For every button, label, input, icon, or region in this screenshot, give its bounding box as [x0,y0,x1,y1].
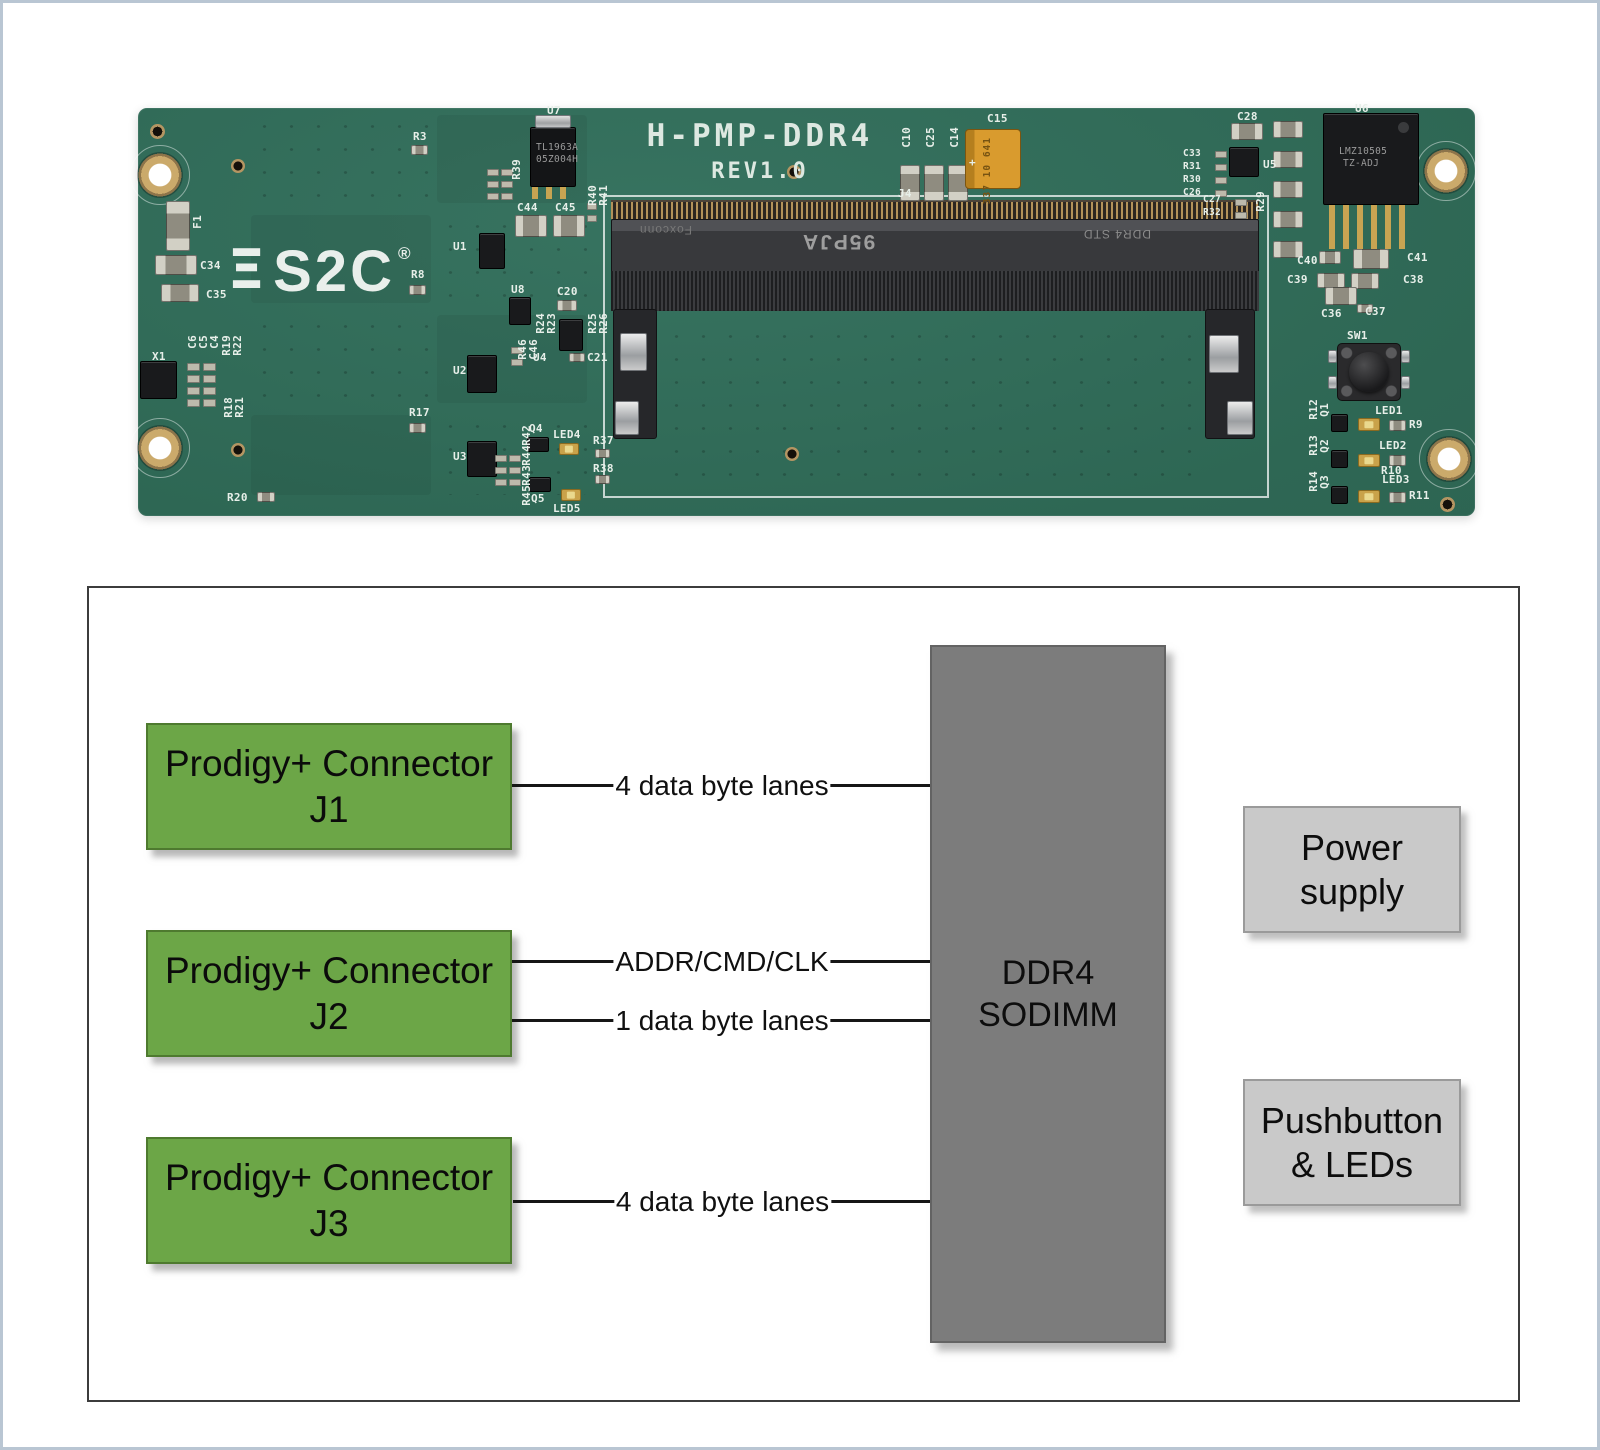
connector-j3-box: Prodigy+ Connector J3 [146,1137,512,1264]
connector-j1-box: Prodigy+ Connector J1 [146,723,512,850]
link-label: 4 data byte lanes [613,769,831,802]
connector-id: J2 [309,995,349,1037]
pushbutton-label-line1: Pushbutton [1260,1099,1444,1141]
connector-id: J1 [309,788,349,830]
link-j2-sodimm-data: 1 data byte lanes [512,1004,932,1037]
connector-title: Prodigy+ Connector [164,1156,494,1198]
power-label-line2: supply [1299,870,1405,912]
power-label-line1: Power [1300,826,1404,868]
diagram-border [87,586,1520,1402]
pcb-board [138,108,1475,516]
power-supply-box: Power supply [1243,806,1461,933]
link-j1-sodimm: 4 data byte lanes [512,769,932,802]
pushbutton-leds-box: Pushbutton & LEDs [1243,1079,1461,1206]
connector-title: Prodigy+ Connector [164,949,494,991]
ddr4-sodimm-box: DDR4 SODIMM [930,645,1166,1343]
link-j3-sodimm: 4 data byte lanes [513,1185,932,1218]
connector-id: J3 [309,1202,349,1244]
link-label: 1 data byte lanes [613,1004,831,1037]
connector-title: Prodigy+ Connector [164,742,494,784]
pushbutton-label-line2: & LEDs [1290,1143,1414,1185]
connector-j2-box: Prodigy+ Connector J2 [146,930,512,1057]
link-label: ADDR/CMD/CLK [613,945,831,978]
sodimm-label-line1: DDR4 [1001,954,1095,992]
link-label: 4 data byte lanes [613,1185,832,1218]
link-j2-sodimm-addr: ADDR/CMD/CLK [512,945,932,978]
sodimm-label-line2: SODIMM [978,996,1118,1034]
